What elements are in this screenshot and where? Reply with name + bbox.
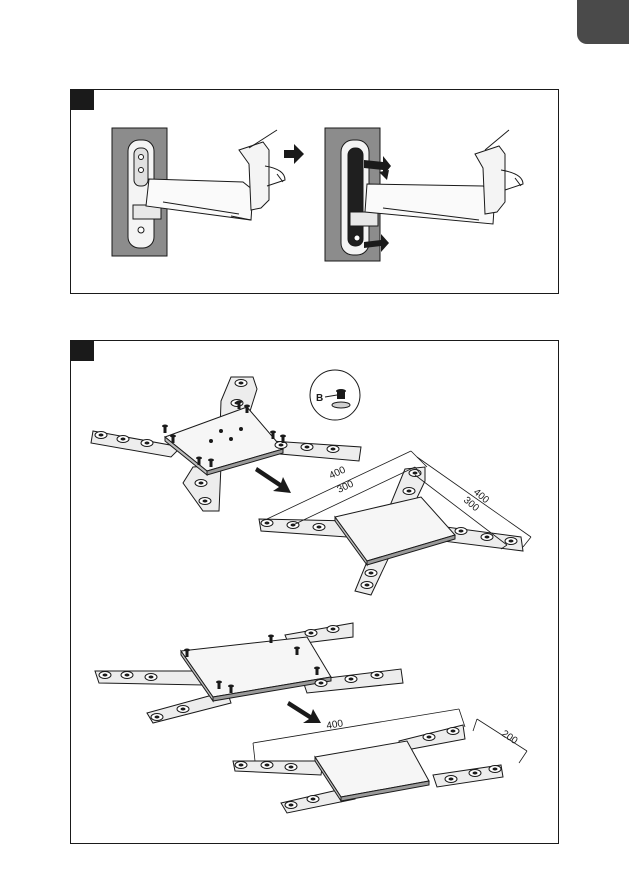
figure-panel-arm-release — [70, 89, 559, 294]
callout-label-b: B — [316, 393, 323, 404]
dim-outer-width: 400 — [328, 465, 348, 482]
dim-width: 400 — [326, 718, 345, 732]
assembly-arrow-icon-2 — [287, 701, 321, 723]
cross-plate-assembled-1 — [259, 467, 523, 595]
assembly-arrow-icon-1 — [255, 467, 291, 493]
plate-assembly-illustration: B 400 300 400 300 — [71, 341, 558, 843]
flat-plate-exploded-2 — [95, 623, 403, 723]
dim-inner-width: 300 — [336, 479, 356, 496]
detail-callout-b: B — [310, 370, 360, 420]
tv-mount-arm-released — [325, 128, 523, 261]
arrow-right-icon — [284, 144, 304, 164]
flat-plate-assembled-2 — [233, 725, 503, 813]
section-tab — [577, 0, 629, 44]
arm-release-illustration — [71, 90, 558, 293]
tv-mount-arm-folded — [112, 128, 285, 256]
figure-panel-plate-assembly: B 400 300 400 300 — [70, 340, 559, 844]
